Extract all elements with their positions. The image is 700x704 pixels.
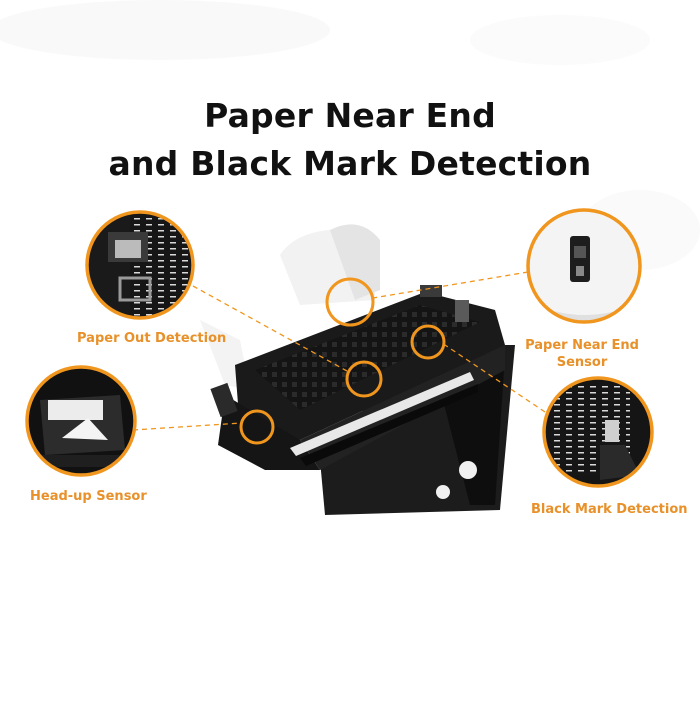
title-line-1: Paper Near End xyxy=(204,96,496,135)
detail-head-up xyxy=(25,365,137,477)
marker-paper-near-end xyxy=(325,277,375,327)
marker-black-mark-upper xyxy=(410,324,446,360)
label-paper-near-end-line2: Sensor xyxy=(556,355,608,370)
label-head-up-sensor: Head-up Sensor xyxy=(30,489,147,504)
title-line-2: and Black Mark Detection xyxy=(108,144,592,183)
printer-mechanism xyxy=(210,285,515,515)
background-haze xyxy=(0,0,700,270)
marker-paper-out xyxy=(345,360,383,398)
detail-black-mark xyxy=(542,376,654,488)
detail-paper-near-end xyxy=(526,208,642,324)
label-paper-out-detection: Paper Out Detection xyxy=(77,331,227,346)
detail-paper-out xyxy=(85,210,195,320)
label-paper-near-end-sensor: Paper Near End Sensor xyxy=(522,337,642,371)
leader-lines xyxy=(132,271,546,431)
label-paper-near-end-line1: Paper Near End xyxy=(525,338,639,353)
sensor-markers xyxy=(239,277,446,445)
marker-head-up xyxy=(239,409,275,445)
label-black-mark-detection: Black Mark Detection xyxy=(531,502,688,517)
